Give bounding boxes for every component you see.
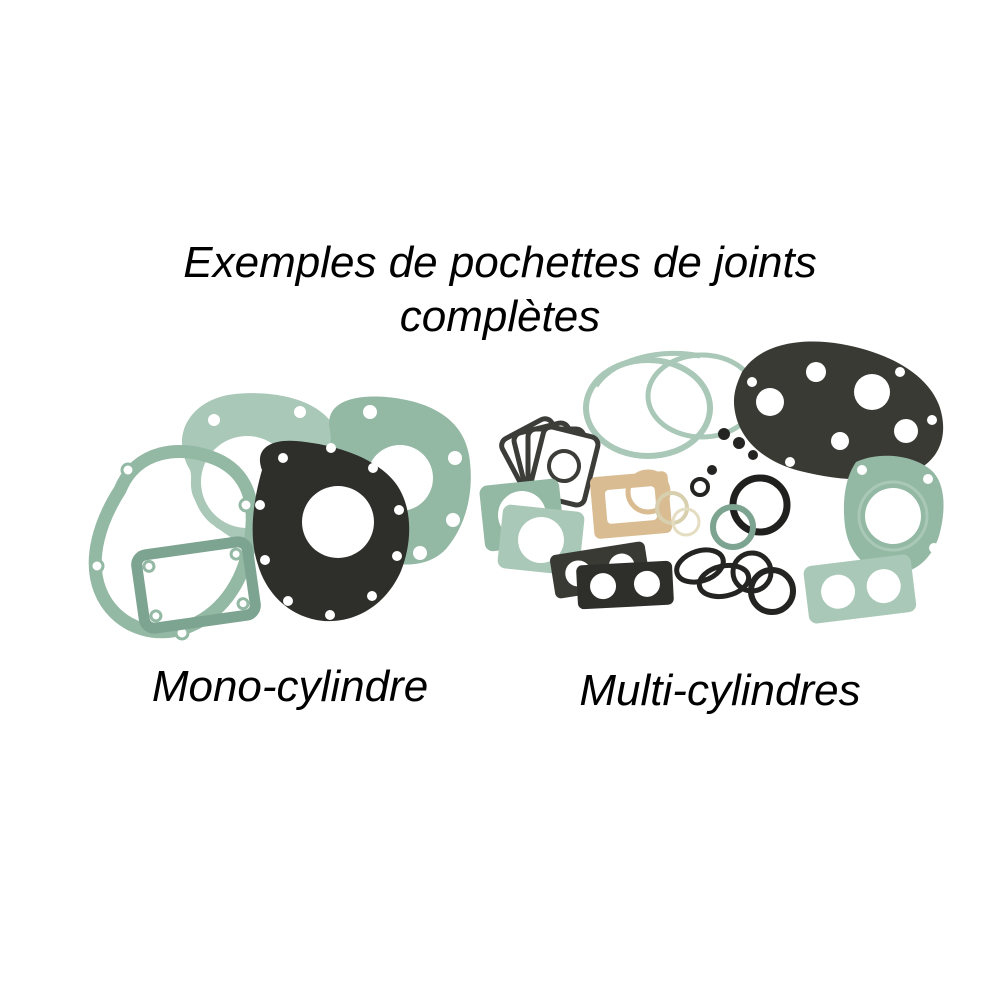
caption-multi-cylindres: Multi-cylindres	[579, 666, 861, 715]
mono-cylinder-gaskets-image	[88, 393, 471, 641]
page-title: Exemples de pochettes de joints complète…	[0, 236, 1000, 343]
caption-mono-cylindre: Mono-cylindre	[151, 662, 429, 711]
title-line-1: Exemples de pochettes de joints	[183, 238, 817, 287]
title-line-2: complètes	[399, 291, 601, 341]
multi-cylinder-gaskets-image	[479, 341, 944, 624]
